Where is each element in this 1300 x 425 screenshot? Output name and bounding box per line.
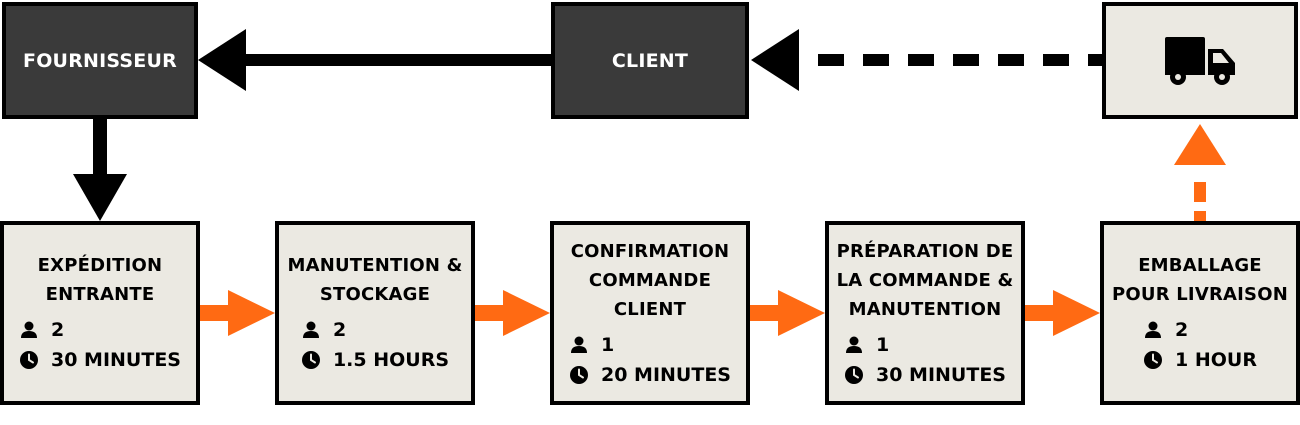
supplier-box: FOURNISSEUR bbox=[2, 2, 198, 119]
clock-icon bbox=[1144, 351, 1163, 369]
step-people-count: 2 bbox=[1175, 319, 1189, 341]
step-duration-value: 30 MINUTES bbox=[876, 363, 1006, 386]
step-title: CONFIRMATION COMMANDE CLIENT bbox=[570, 240, 730, 320]
step-duration: 30 MINUTES bbox=[19, 345, 181, 375]
step-duration-value: 20 MINUTES bbox=[601, 363, 731, 386]
person-icon bbox=[1145, 321, 1162, 338]
step-people: 2 bbox=[1143, 315, 1257, 345]
step-duration: 20 MINUTES bbox=[569, 360, 731, 390]
person-icon bbox=[21, 321, 37, 338]
delivery-box bbox=[1102, 2, 1298, 119]
step-duration-value: 30 MINUTES bbox=[51, 349, 181, 371]
person-icon bbox=[302, 321, 319, 338]
arrow-supplier-to-first-step bbox=[73, 119, 127, 221]
step-duration: 1.5 HOURS bbox=[301, 345, 449, 375]
step-order-confirmation: CONFIRMATION COMMANDE CLIENT 1 20 MINUTE… bbox=[550, 221, 750, 405]
step-people-count: 2 bbox=[332, 319, 347, 341]
truck-icon bbox=[1165, 36, 1235, 85]
arrow-step1-to-step2 bbox=[200, 290, 275, 336]
step-people-count: 1 bbox=[876, 333, 890, 356]
step-title: EXPÉDITION ENTRANTE bbox=[37, 255, 163, 305]
step-duration-value: 1.5 HOURS bbox=[332, 349, 450, 371]
clock-icon bbox=[570, 365, 588, 384]
step-people-count: 2 bbox=[51, 319, 65, 341]
step-title: MANUTENTION & STOCKAGE bbox=[287, 255, 463, 305]
step-people-count: 1 bbox=[601, 333, 615, 356]
arrow-step4-to-step5 bbox=[1025, 290, 1100, 336]
step-packaging: EMBALLAGE POUR LIVRAISON 2 1 HOUR bbox=[1100, 221, 1300, 405]
step-people: 2 bbox=[19, 315, 181, 345]
client-box: CLIENT bbox=[551, 2, 749, 119]
step-people: 1 bbox=[569, 330, 731, 360]
person-icon bbox=[571, 336, 587, 353]
arrow-step3-to-step4 bbox=[750, 290, 825, 336]
step-people: 1 bbox=[844, 330, 1006, 360]
supplier-label: FOURNISSEUR bbox=[23, 49, 177, 72]
step-duration: 30 MINUTES bbox=[844, 360, 1006, 390]
clock-icon bbox=[845, 365, 863, 384]
arrow-client-to-supplier bbox=[198, 29, 552, 91]
person-icon bbox=[846, 336, 862, 353]
step-title: PRÉPARATION DE LA COMMANDE & MANUTENTION bbox=[836, 240, 1014, 320]
step-people: 2 bbox=[301, 315, 449, 345]
arrow-delivery-to-client bbox=[751, 29, 1103, 91]
step-inbound-shipping: EXPÉDITION ENTRANTE 2 30 MINUTES bbox=[0, 221, 200, 405]
step-duration: 1 HOUR bbox=[1143, 345, 1257, 375]
client-label: CLIENT bbox=[611, 49, 689, 72]
step-order-picking: PRÉPARATION DE LA COMMANDE & MANUTENTION… bbox=[825, 221, 1025, 405]
clock-icon bbox=[301, 351, 320, 369]
clock-icon bbox=[20, 351, 38, 369]
arrow-last-step-to-delivery bbox=[1174, 124, 1226, 221]
step-handling-storage: MANUTENTION & STOCKAGE 2 1.5 HOURS bbox=[275, 221, 475, 405]
step-duration-value: 1 HOUR bbox=[1175, 349, 1257, 371]
step-title: EMBALLAGE POUR LIVRAISON bbox=[1112, 255, 1288, 305]
arrow-step2-to-step3 bbox=[475, 290, 550, 336]
